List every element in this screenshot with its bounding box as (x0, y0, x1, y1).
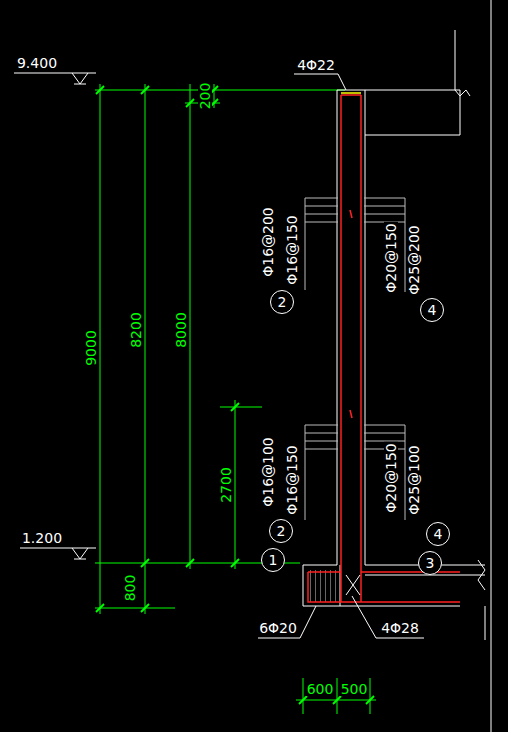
callout-circle: 2 (270, 290, 294, 314)
callout-circle: 4 (420, 298, 444, 322)
rebar-annotation: 6Φ20 (258, 621, 298, 635)
callout-number: 4 (428, 303, 437, 317)
dimension-text: 2700 (219, 466, 233, 504)
callout-number: 1 (269, 553, 278, 567)
dimension-text: 800 (123, 574, 137, 603)
rebar-annotation: 1.200 (21, 531, 63, 545)
callout-circle: 4 (426, 522, 450, 546)
callout-circle: 2 (269, 519, 293, 543)
rebar-annotation: 9.400 (16, 56, 58, 70)
callout-number: 4 (434, 527, 443, 541)
callout-circle: 3 (418, 551, 442, 575)
dimension-text: 200 (198, 82, 212, 111)
rebar-annotation: Φ25@100 (407, 444, 421, 516)
callout-number: 2 (277, 524, 286, 538)
rebar-annotation: Φ16@100 (261, 436, 275, 508)
callout-circle: 1 (261, 548, 285, 572)
dimension-text: 8200 (129, 311, 143, 349)
rebar-annotation: Φ20@150 (384, 442, 398, 514)
rebar-annotation: Φ16@150 (285, 444, 299, 516)
dimension-text: 600 (306, 682, 335, 696)
rebar-annotation: 4Φ22 (296, 58, 336, 72)
dimension-text: 9000 (84, 329, 98, 367)
rebar-annotation: 4Φ28 (380, 621, 420, 635)
callout-number: 2 (278, 295, 287, 309)
rebar-annotation: Φ20@150 (384, 222, 398, 294)
callout-number: 3 (426, 556, 435, 570)
rebar-annotation: Φ16@200 (261, 206, 275, 278)
dimension-text: 500 (340, 682, 369, 696)
rebar-annotation: Φ25@200 (407, 224, 421, 296)
dimension-text: 8000 (174, 311, 188, 349)
rebar-annotation: Φ16@150 (285, 214, 299, 286)
